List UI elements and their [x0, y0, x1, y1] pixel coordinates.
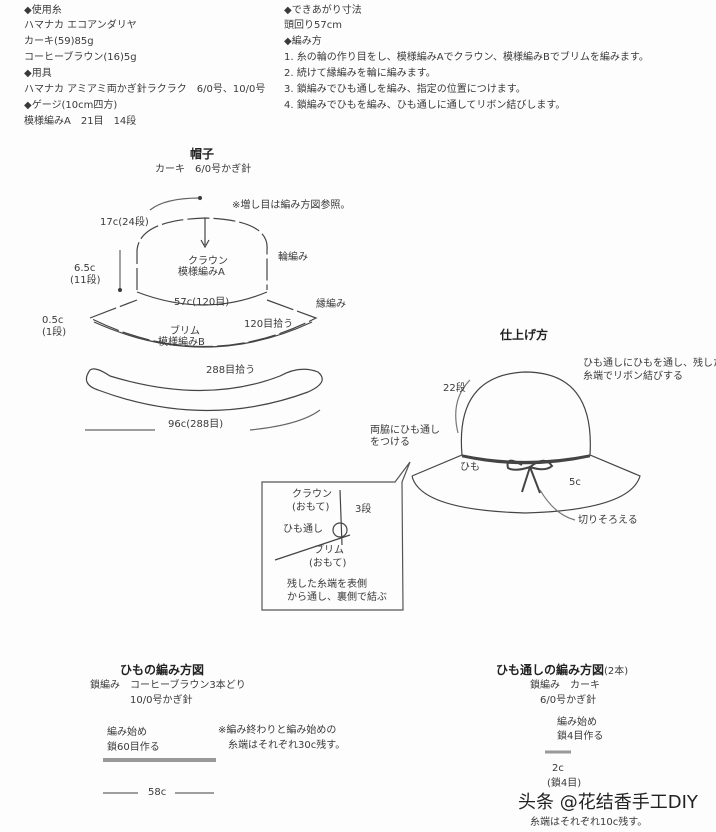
- increase-note: ※増し目は編み方図参照。: [232, 200, 351, 211]
- pickup-120: 120目拾う: [244, 319, 294, 330]
- cord-start-1: 編み始め: [107, 727, 147, 738]
- brim-label: ブリム: [170, 326, 200, 337]
- inset-rows: 3段: [355, 504, 372, 515]
- cord-note-1: ※編み終わりと編み始めの: [218, 725, 337, 736]
- hat-subtitle: カーキ 6/0号かぎ針: [155, 164, 252, 175]
- finishing-title: 仕上げ方: [500, 328, 549, 342]
- step-4: 4. 鎖編みでひもを編み、ひも通しに通してリボン結びします。: [284, 100, 566, 111]
- side-note-1: 両脇にひも通し: [370, 425, 440, 436]
- yarn-color-2: コーヒーブラウン(16)5g: [24, 52, 137, 63]
- outer-size: 96c(288目): [168, 419, 224, 430]
- trim-label: 切りそろえる: [578, 515, 638, 526]
- finishing-note-2: 糸端でリボン結びする: [583, 371, 683, 382]
- loop-spec-2: 6/0号かぎ針: [540, 695, 597, 706]
- watermark: 头条 @花结香手工DIY: [518, 792, 698, 813]
- cord-note-2: 糸端はそれぞれ30c残す。: [228, 740, 346, 751]
- bow: [506, 459, 554, 494]
- loop-start-1: 編み始め: [557, 717, 597, 728]
- edging-strip: [85, 368, 323, 412]
- arrow-head: [200, 239, 210, 249]
- step-1: 1. 糸の輪の作り目をし、模様編みAでクラウン、模様編みBでブリムを編みます。: [284, 52, 649, 63]
- circumference: 57c(120目): [174, 297, 230, 308]
- loop-length: 2c: [552, 763, 564, 774]
- method-heading: ◆編み方: [284, 36, 322, 47]
- loop-start-2: 鎖4目作る: [557, 731, 604, 742]
- step-3: 3. 鎖編みでひも通しを編み、指定の位置につけます。: [284, 84, 526, 95]
- crown-height: 17c(24段): [100, 217, 149, 228]
- finishing-note-1: ひも通しにひもを通し、残した: [583, 358, 716, 369]
- crown-dimension: [149, 197, 201, 211]
- crown-pattern: 模様編みA: [178, 267, 225, 278]
- crown-label: クラウン: [188, 256, 228, 267]
- loop-chart-heading: ひも通しの編み方図(2本): [496, 663, 628, 678]
- edging-label: 縁編み: [316, 299, 346, 310]
- inset-crown: クラウン: [292, 489, 332, 500]
- yarn-brand: ハマナカ エコアンダリヤ: [24, 20, 137, 31]
- cord-chart-title: ひもの編み方図: [120, 663, 205, 677]
- edge-rows: (1段): [42, 327, 67, 338]
- size-heading: ◆できあがり寸法: [284, 5, 362, 16]
- loop-count: (2本): [604, 666, 629, 677]
- brim-height: 6.5c: [74, 263, 96, 274]
- step-2: 2. 続けて縁編みを輪に編みます。: [284, 68, 436, 79]
- loop-note-2: 糸端はそれぞれ10c残す。: [530, 817, 648, 828]
- tools: ハマナカ アミアミ両かぎ針ラクラク 6/0号、10/0号: [24, 84, 266, 95]
- cord-spec-1: 鎖編み コーヒーブラウン3本どり: [90, 680, 246, 691]
- inset-crown-side: (おもて): [292, 502, 330, 513]
- round-label: 輪編み: [278, 252, 308, 263]
- hat-title: 帽子: [190, 147, 215, 161]
- loop-spec-1: 鎖編み カーキ: [530, 680, 600, 691]
- brim-pattern: 模様編みB: [158, 337, 205, 348]
- crown-band: [136, 291, 268, 306]
- inset-brim-side: (おもて): [309, 558, 347, 569]
- gauge-heading: ◆ゲージ(10cm四方): [24, 100, 118, 111]
- bow-length: 5c: [569, 477, 581, 488]
- rows-22: 22段: [443, 383, 466, 394]
- size: 頭回り57cm: [284, 20, 342, 31]
- inset-loop: ひも通し: [283, 524, 323, 535]
- yarn-heading: ◆使用糸: [24, 5, 62, 16]
- cord-spec-2: 10/0号かぎ針: [130, 695, 193, 706]
- loop-chart-title: ひも通しの編み方図: [496, 663, 605, 677]
- loop-chains: (鎖4目): [547, 778, 582, 789]
- finished-hat-brim: [411, 454, 641, 514]
- brim-outline: [89, 299, 318, 348]
- inset-note-2: から通し、裏側で結ぶ: [287, 592, 387, 603]
- gauge: 模様編みA 21目 14段: [24, 116, 137, 127]
- cord: [461, 454, 591, 465]
- side-note-2: をつける: [370, 437, 410, 448]
- edge-height: 0.5c: [42, 315, 64, 326]
- cord-length: 58c: [148, 787, 167, 798]
- cord-chain: [103, 758, 216, 794]
- pickup-288: 288目拾う: [206, 365, 256, 376]
- crown-outline: [136, 217, 268, 290]
- yarn-color-1: カーキ(59)85g: [24, 36, 94, 47]
- inset-note-1: 残した糸端を表側: [287, 579, 367, 590]
- cord-start-2: 鎖60目作る: [107, 742, 160, 753]
- brim-rows: (11段): [70, 275, 101, 286]
- cord-label: ひも: [460, 462, 480, 473]
- tools-heading: ◆用具: [24, 68, 52, 79]
- inset-box: [261, 461, 411, 611]
- inset-brim: ブリム: [314, 545, 344, 556]
- finished-hat-crown: [460, 371, 591, 456]
